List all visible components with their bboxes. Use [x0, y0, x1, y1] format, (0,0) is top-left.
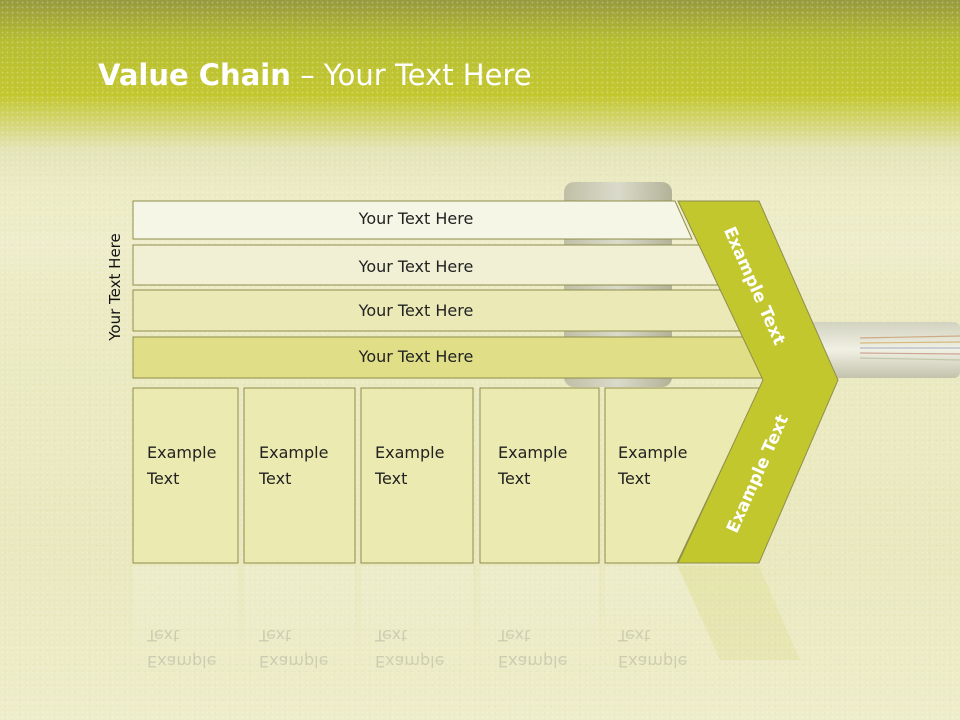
- support-row-4-label: Your Text Here: [358, 347, 474, 366]
- support-row-1: [132, 200, 693, 240]
- margin-chevron: [677, 200, 839, 564]
- primary-box-2: [243, 387, 356, 564]
- cable-wires: [859, 335, 960, 361]
- support-row-1-label: Your Text Here: [358, 209, 474, 228]
- primary-box-3: [360, 387, 474, 564]
- support-row-2-label: Your Text Here: [358, 257, 474, 276]
- support-row-3-label: Your Text Here: [358, 301, 474, 320]
- title-bold: Value Chain: [98, 58, 291, 92]
- primary-box-4: [479, 387, 600, 564]
- primary-box-5: [604, 387, 761, 564]
- cable: [806, 322, 960, 378]
- title-rest: – Your Text Here: [290, 58, 532, 92]
- reflection: [133, 566, 800, 676]
- primary-box-1: [132, 387, 239, 564]
- slide-title: Value Chain – Your Text Here: [98, 55, 532, 95]
